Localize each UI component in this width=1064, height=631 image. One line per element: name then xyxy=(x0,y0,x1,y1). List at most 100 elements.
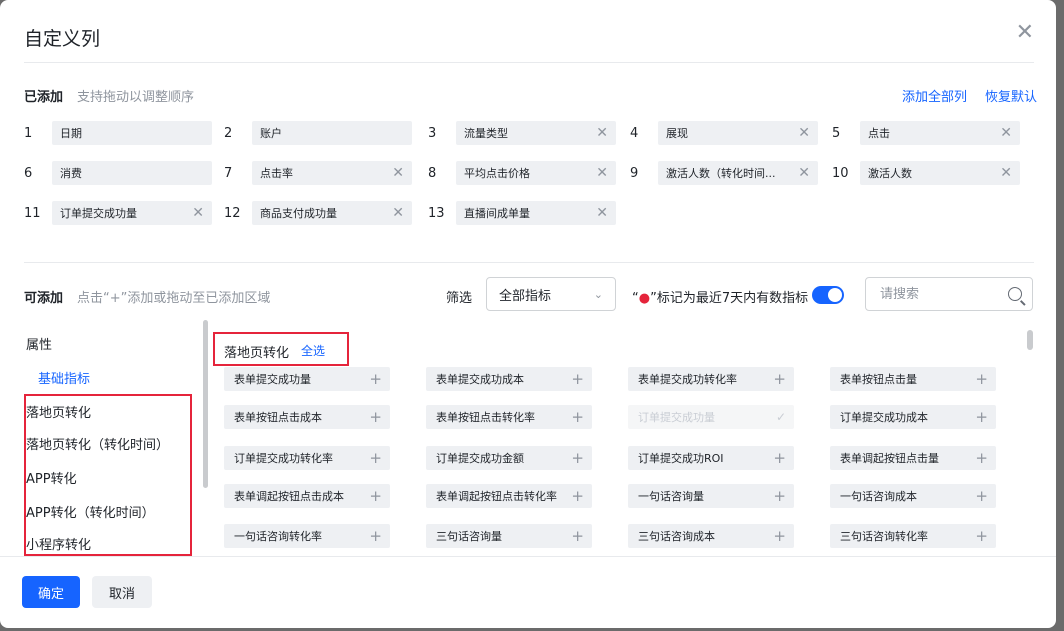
metric-item[interactable]: 订单提交成功转化率+ xyxy=(224,446,390,470)
add-icon[interactable]: + xyxy=(571,370,584,388)
metric-item[interactable]: 表单调起按钮点击转化率+ xyxy=(426,484,592,508)
added-column-chip[interactable]: 消费 xyxy=(52,161,212,185)
add-icon[interactable]: + xyxy=(773,449,786,467)
added-column-chip[interactable]: 激活人数✕ xyxy=(860,161,1020,185)
remove-icon[interactable]: ✕ xyxy=(392,165,404,181)
metric-item[interactable]: 表单调起按钮点击成本+ xyxy=(224,484,390,508)
metric-item[interactable]: 三句话咨询转化率+ xyxy=(830,524,996,548)
add-icon[interactable]: + xyxy=(773,370,786,388)
add-icon[interactable]: + xyxy=(369,487,382,505)
metric-item[interactable]: 订单提交成功金额+ xyxy=(426,446,592,470)
add-icon[interactable]: + xyxy=(975,527,988,545)
metric-item[interactable]: 一句话咨询转化率+ xyxy=(224,524,390,548)
add-icon[interactable]: + xyxy=(975,370,988,388)
metric-item[interactable]: 表单按钮点击成本 + xyxy=(224,405,390,429)
metric-item[interactable]: 表单提交成功量+ xyxy=(224,367,390,391)
metric-item[interactable]: 三句话咨询成本+ xyxy=(628,524,794,548)
remove-icon[interactable]: ✕ xyxy=(392,205,404,221)
metric-item[interactable]: 一句话咨询量+ xyxy=(628,484,794,508)
add-icon[interactable]: + xyxy=(975,449,988,467)
category-item[interactable]: 属性 xyxy=(26,338,53,353)
add-icon[interactable]: + xyxy=(369,449,382,467)
category-item[interactable]: 落地页转化（转化时间） xyxy=(26,438,170,453)
metrics-scroll-track[interactable] xyxy=(1024,320,1036,556)
cancel-button[interactable]: 取消 xyxy=(92,576,152,608)
search-icon[interactable] xyxy=(1008,287,1022,301)
recent-hint-text: ”标记为最近7天内有数指标 xyxy=(650,291,809,306)
add-icon[interactable]: + xyxy=(975,408,988,426)
added-column-chip[interactable]: 展现✕ xyxy=(658,121,818,145)
added-column-chip[interactable]: 平均点击价格 ✕ xyxy=(456,161,616,185)
added-column-chip[interactable]: 流量类型✕ xyxy=(456,121,616,145)
add-icon[interactable]: + xyxy=(571,487,584,505)
confirm-button[interactable]: 确定 xyxy=(22,576,80,608)
metric-item[interactable]: 表单按钮点击转化率+ xyxy=(426,405,592,429)
category-item[interactable]: APP转化 xyxy=(26,472,77,487)
remove-icon[interactable]: ✕ xyxy=(596,125,608,141)
remove-icon[interactable]: ✕ xyxy=(1000,165,1012,181)
filter-select[interactable]: 全部指标 ⌄ xyxy=(486,277,616,311)
category-item[interactable]: 基础指标 xyxy=(24,368,202,387)
added-column-chip[interactable]: 商品支付成功量✕ xyxy=(252,201,412,225)
add-icon[interactable]: + xyxy=(571,527,584,545)
remove-icon[interactable]: ✕ xyxy=(798,125,810,141)
metric-item[interactable]: 一句话咨询成本+ xyxy=(830,484,996,508)
category-item[interactable]: 小程序转化 xyxy=(26,538,92,553)
add-icon[interactable]: + xyxy=(369,370,382,388)
category-item[interactable]: APP转化（转化时间） xyxy=(26,506,155,521)
added-column-chip[interactable]: 订单提交成功量✕ xyxy=(52,201,212,225)
add-icon[interactable]: + xyxy=(975,487,988,505)
select-all-link[interactable]: 全选 xyxy=(301,344,326,358)
remove-icon[interactable]: ✕ xyxy=(596,205,608,221)
added-column-item[interactable]: 11 订单提交成功量✕ xyxy=(24,201,212,225)
remove-icon[interactable]: ✕ xyxy=(192,205,204,221)
metrics-scrollbar[interactable] xyxy=(1027,330,1033,350)
metric-item[interactable]: 表单调起按钮点击量+ xyxy=(830,446,996,470)
add-icon[interactable]: + xyxy=(571,408,584,426)
added-column-label: 平均点击价格 xyxy=(464,167,530,180)
add-icon[interactable]: + xyxy=(773,527,786,545)
added-column-chip[interactable]: 账户 xyxy=(252,121,412,145)
added-column-index: 11 xyxy=(24,205,41,221)
added-column-chip[interactable]: 激活人数（转化时间...✕ xyxy=(658,161,818,185)
add-icon[interactable]: + xyxy=(571,449,584,467)
remove-icon[interactable]: ✕ xyxy=(596,165,608,181)
filter-label: 筛选 xyxy=(446,291,473,306)
add-icon[interactable]: + xyxy=(369,408,382,426)
metric-item[interactable]: 表单提交成功转化率+ xyxy=(628,367,794,391)
category-item[interactable]: 落地页转化 xyxy=(26,406,92,421)
remove-icon[interactable]: ✕ xyxy=(1000,125,1012,141)
metric-item[interactable]: 三句话咨询量+ xyxy=(426,524,592,548)
add-icon[interactable]: + xyxy=(369,527,382,545)
search-input[interactable] xyxy=(878,285,1002,303)
close-icon[interactable]: ✕ xyxy=(1015,20,1034,45)
add-icon[interactable]: + xyxy=(773,487,786,505)
search-field[interactable] xyxy=(865,277,1033,311)
added-column-chip[interactable]: 直播间成单量✕ xyxy=(456,201,616,225)
metric-item[interactable]: 订单提交成功成本+ xyxy=(830,405,996,429)
restore-default-link[interactable]: 恢复默认 xyxy=(985,90,1038,105)
metric-item[interactable]: 表单按钮点击量+ xyxy=(830,367,996,391)
category-scrollbar[interactable] xyxy=(203,320,208,488)
added-column-chip[interactable]: 点击率✕ xyxy=(252,161,412,185)
add-all-columns-link[interactable]: 添加全部列 xyxy=(902,90,968,105)
metric-label: 表单按钮点击成本 xyxy=(234,411,322,424)
added-column-chip[interactable]: 点击✕ xyxy=(860,121,1020,145)
remove-icon[interactable]: ✕ xyxy=(798,165,810,181)
metric-item[interactable]: 订单提交成功ROI+ xyxy=(628,446,794,470)
added-column-chip[interactable]: 日期 xyxy=(52,121,212,145)
recent-data-toggle[interactable] xyxy=(812,286,844,304)
metric-item[interactable]: 表单提交成功成本+ xyxy=(426,367,592,391)
